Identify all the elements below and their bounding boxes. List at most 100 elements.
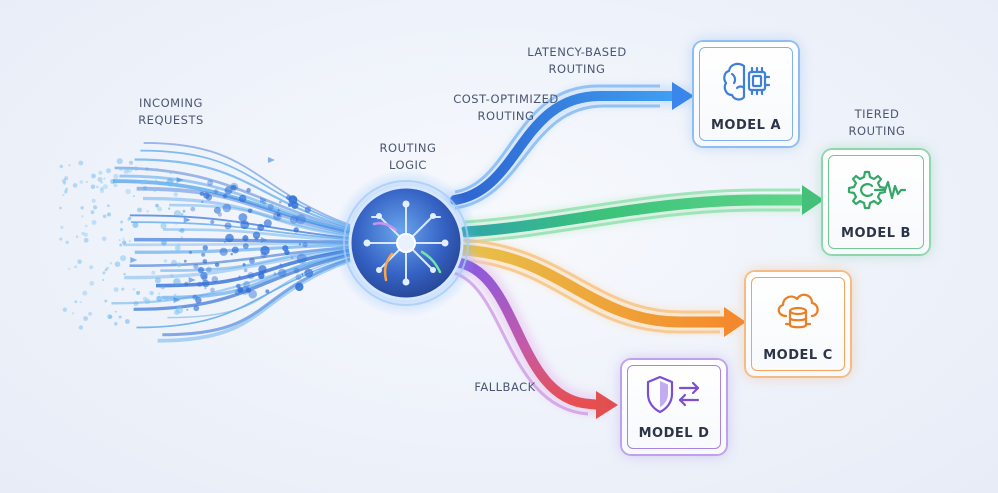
request-dot xyxy=(74,265,78,269)
request-dot xyxy=(197,281,203,288)
model-c-name: MODEL C xyxy=(763,348,833,363)
model-d-card[interactable]: MODEL D xyxy=(622,360,726,454)
request-dot xyxy=(207,179,214,186)
request-dot xyxy=(243,280,251,288)
request-dot xyxy=(67,267,71,271)
request-dot xyxy=(211,276,219,283)
request-dot xyxy=(291,201,299,209)
request-dot xyxy=(197,266,204,274)
route-cost-optimized xyxy=(456,238,746,337)
request-dot xyxy=(166,180,174,187)
request-dot xyxy=(81,215,84,218)
request-dot xyxy=(125,319,130,324)
cloud-database-icon xyxy=(777,293,819,329)
request-dot xyxy=(62,193,65,197)
request-dot xyxy=(193,263,199,270)
request-dot xyxy=(119,228,124,232)
request-dot xyxy=(71,312,75,315)
request-dot xyxy=(65,187,68,191)
request-dot xyxy=(72,183,78,188)
request-stream xyxy=(136,257,351,329)
request-dot xyxy=(84,224,88,228)
model-c-card[interactable]: MODEL C xyxy=(746,272,850,376)
request-dot xyxy=(295,274,302,281)
route-latency-based xyxy=(444,82,694,211)
request-dot xyxy=(105,266,109,270)
request-dot xyxy=(157,292,161,295)
request-dot xyxy=(93,205,98,210)
request-dot xyxy=(195,297,202,304)
request-arrow xyxy=(176,177,184,183)
request-dot xyxy=(202,259,208,264)
request-dot xyxy=(210,287,215,293)
model-a-name: MODEL A xyxy=(710,118,782,133)
arrowhead-model-b xyxy=(802,185,824,215)
request-dot xyxy=(85,180,89,184)
request-dot xyxy=(277,209,280,212)
request-dot xyxy=(156,295,162,302)
request-dot xyxy=(60,225,64,229)
request-dot xyxy=(129,160,133,165)
request-dot xyxy=(186,308,189,311)
shield-arrows-icon xyxy=(646,375,700,414)
request-dot xyxy=(113,287,119,292)
model-b-name: MODEL B xyxy=(841,226,911,241)
request-dot xyxy=(132,222,139,228)
request-dot xyxy=(113,173,119,180)
request-dot xyxy=(89,265,94,270)
request-dot xyxy=(136,290,141,295)
request-dot xyxy=(155,203,159,208)
request-dot xyxy=(123,272,126,276)
request-dot xyxy=(173,278,181,286)
request-stream xyxy=(169,203,351,238)
request-dot xyxy=(173,192,178,197)
request-dot xyxy=(184,281,189,287)
request-dot xyxy=(240,220,250,230)
model-b-card[interactable]: MODEL B xyxy=(823,150,929,254)
request-dot xyxy=(100,189,105,194)
request-dot xyxy=(290,256,294,260)
request-dot xyxy=(289,215,299,224)
request-dot xyxy=(222,203,232,213)
request-dot xyxy=(142,179,148,185)
request-dot xyxy=(125,188,131,195)
request-dot xyxy=(116,158,123,165)
request-dot xyxy=(100,187,104,191)
request-dot xyxy=(89,281,95,286)
arrowhead-model-d xyxy=(596,391,618,419)
arrowhead-model-a xyxy=(672,82,694,110)
request-stream xyxy=(124,247,351,280)
request-dot xyxy=(247,272,255,280)
label-fallback: FALLBACK xyxy=(474,380,536,394)
request-dot xyxy=(169,172,172,175)
gear-waveform-icon xyxy=(847,170,907,210)
request-dot xyxy=(179,228,185,233)
request-dot xyxy=(282,245,289,252)
request-arrow xyxy=(173,297,181,303)
request-dot xyxy=(59,237,63,241)
request-arrow xyxy=(260,197,268,203)
request-dot xyxy=(155,167,159,171)
request-dot xyxy=(114,261,121,268)
request-dot xyxy=(170,259,178,266)
request-dot xyxy=(238,275,241,278)
request-dot xyxy=(128,240,131,243)
request-dot xyxy=(302,242,308,248)
request-dot xyxy=(201,200,204,204)
request-dot xyxy=(193,305,200,312)
request-dot xyxy=(230,253,233,256)
request-stream xyxy=(134,243,351,254)
model-a-card[interactable]: MODEL A xyxy=(694,42,798,146)
request-dot xyxy=(83,237,89,243)
request-dot xyxy=(214,262,220,267)
request-dot xyxy=(224,222,232,230)
request-dot xyxy=(258,272,265,279)
request-stream xyxy=(163,228,351,242)
request-dot xyxy=(127,217,131,221)
request-dot xyxy=(245,287,252,293)
request-stream xyxy=(143,142,351,226)
route-fallback xyxy=(449,251,618,419)
request-dot xyxy=(238,194,247,203)
